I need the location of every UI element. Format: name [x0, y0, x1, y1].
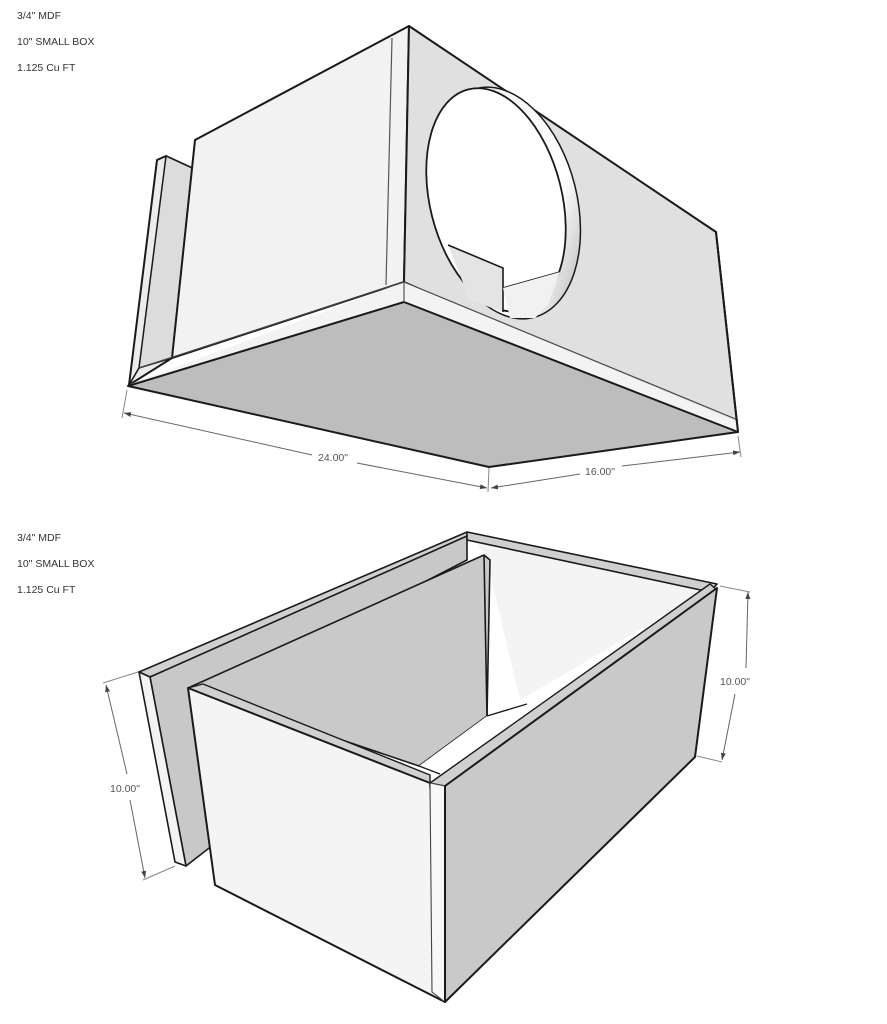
height-right-dimension-label: 10.00" [720, 676, 750, 688]
box-size-note: 10" SMALL BOX [17, 558, 95, 570]
dimension-depth: 16.00" [490, 435, 742, 490]
dimension-width: 24.00" [121, 389, 490, 493]
top-box-drawing: 24.00" 16.00" [121, 25, 742, 493]
width-dimension-label: 24.00" [318, 452, 348, 464]
depth-dimension-label: 16.00" [585, 466, 615, 478]
bottom-box-drawing: 10.00" 10.00" [102, 531, 751, 1004]
side-panel-face [444, 587, 718, 1003]
spec-notes-top: 3/4" MDF 10" SMALL BOX 1.125 Cu FT [17, 11, 94, 89]
material-note: 3/4" MDF [17, 10, 61, 22]
dimension-height-right: 10.00" [696, 585, 751, 763]
dimension-height-left: 10.00" [102, 671, 176, 881]
spec-notes-bottom: 3/4" MDF 10" SMALL BOX 1.125 Cu FT [17, 533, 94, 611]
height-left-dimension-label: 10.00" [110, 783, 140, 795]
material-note: 3/4" MDF [17, 532, 61, 544]
rear-panel-edge [138, 671, 187, 867]
volume-note: 1.125 Cu FT [17, 584, 76, 596]
box-size-note: 10" SMALL BOX [17, 36, 95, 48]
volume-note: 1.125 Cu FT [17, 62, 76, 74]
